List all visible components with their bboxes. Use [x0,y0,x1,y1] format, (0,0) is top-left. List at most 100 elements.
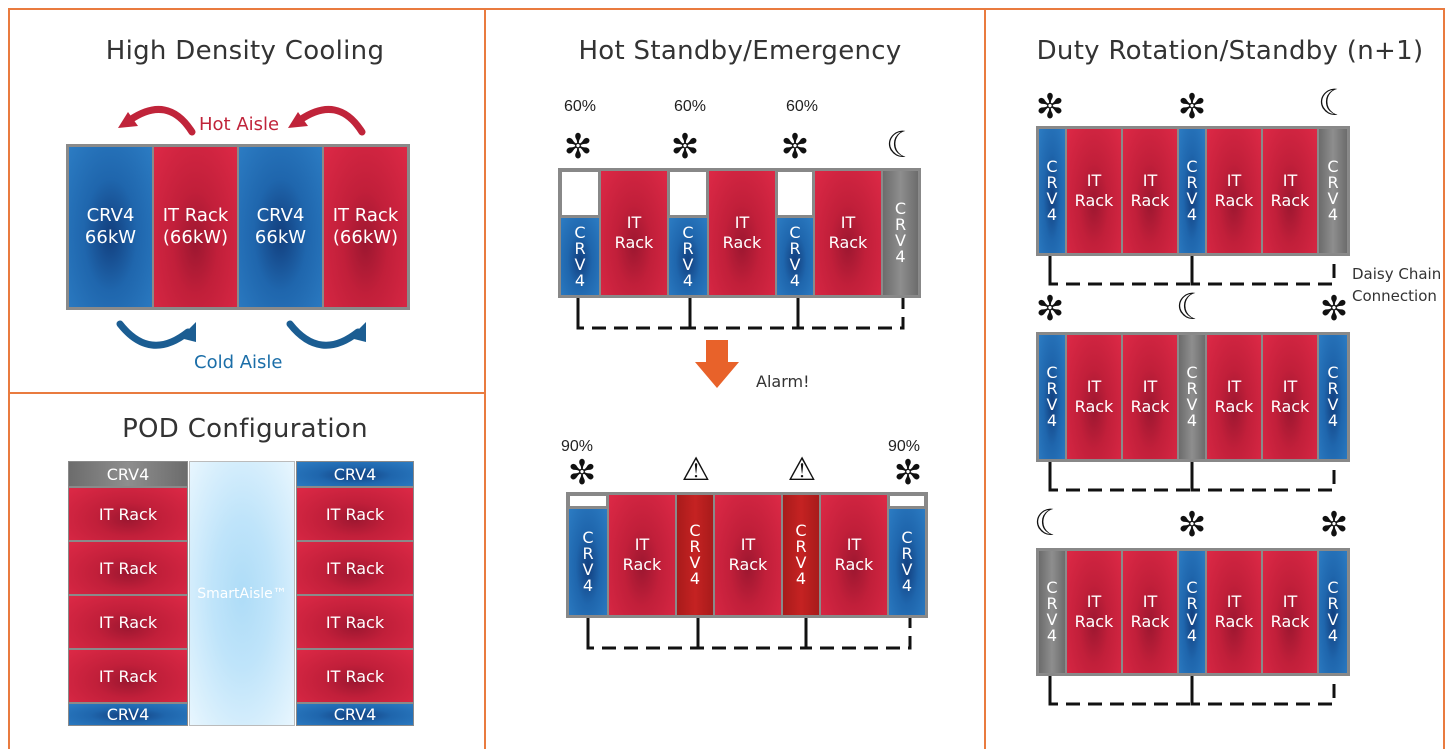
alarm-label: Alarm! [756,372,810,391]
crv-capacity-gauge [776,170,814,217]
snowflake-icon: ✼ [1177,506,1207,544]
crv-capacity-gauge [668,170,708,217]
cold-arrow-left [116,320,192,349]
panel-title-high-density: High Density Cooling [105,36,385,66]
daisy-chain-connection [1048,256,1336,286]
hot-aisle-arrows [118,105,366,136]
panel-title-duty-rotation: Duty Rotation/Standby (n+1) [1036,36,1424,66]
snowflake-icon: ✼ [1035,290,1065,328]
moon-icon: ☾ [1175,286,1209,327]
daisy-chain-label: Connection [1352,287,1437,305]
it-rack: IT Rack [296,595,414,649]
daisy-chain-connection [1048,676,1336,706]
moon-icon: ☾ [885,124,919,165]
it-rack: IT Rack(66kW) [323,146,408,308]
load-percent: 60% [564,98,597,115]
panel-title-pod: POD Configuration [122,414,368,444]
snowflake-icon: ✼ [563,128,593,166]
down-arrow-icon [695,340,739,388]
panel-border-right [1443,8,1445,749]
snowflake-icon: ✼ [1177,88,1207,126]
panel-divider-1 [484,8,486,749]
snowflake-icon: ✼ [1319,506,1349,544]
warning-icon: ⚠ [681,451,711,487]
warning-icon: ⚠ [787,451,817,487]
panel-divider-2 [984,8,986,749]
smartaisle: SmartAisle™ [189,461,295,726]
daisy-chain-connection [1048,462,1336,492]
cold-aisle-arrows [116,320,366,349]
crv-capacity-gauge [560,170,600,217]
hot-aisle-label: Hot Aisle [199,114,280,135]
snowflake-icon: ✼ [670,128,700,166]
daisy-chain-connection [586,618,912,650]
crv-unit: CRV4 [296,703,414,726]
moon-icon: ☾ [1317,82,1351,123]
cold-arrow-right [286,320,362,349]
it-rack: IT Rack [296,541,414,595]
it-rack: IT Rack [68,649,188,703]
panel-title-hot-standby: Hot Standby/Emergency [578,36,902,66]
it-rack: IT Rack(66kW) [153,146,238,308]
daisy-chain-label: Daisy Chain [1352,265,1442,283]
it-rack: IT Rack [296,487,414,541]
it-rack: IT Rack [68,487,188,541]
crv-capacity-gauge [888,494,926,508]
hot-arrow-left [126,105,196,136]
crv-unit: CRV4 [68,703,188,726]
pod-right-column: CRV4 IT Rack IT Rack IT Rack IT Rack CRV… [296,461,414,726]
pod-left-column: CRV4 IT Rack IT Rack IT Rack IT Rack CRV… [68,461,188,726]
cold-aisle-label: Cold Aisle [194,352,283,373]
crv-standby: CRV4 [68,461,188,487]
it-rack: IT Rack [68,541,188,595]
load-percent: 60% [674,98,707,115]
snowflake-icon: ✼ [1319,290,1349,328]
snowflake-icon: ✼ [567,454,597,492]
panel-divider-horizontal [8,392,486,394]
snowflake-icon: ✼ [893,454,923,492]
panel-border-top [8,8,1445,10]
hot-arrow-right [296,105,366,136]
moon-icon: ☾ [1033,502,1067,543]
